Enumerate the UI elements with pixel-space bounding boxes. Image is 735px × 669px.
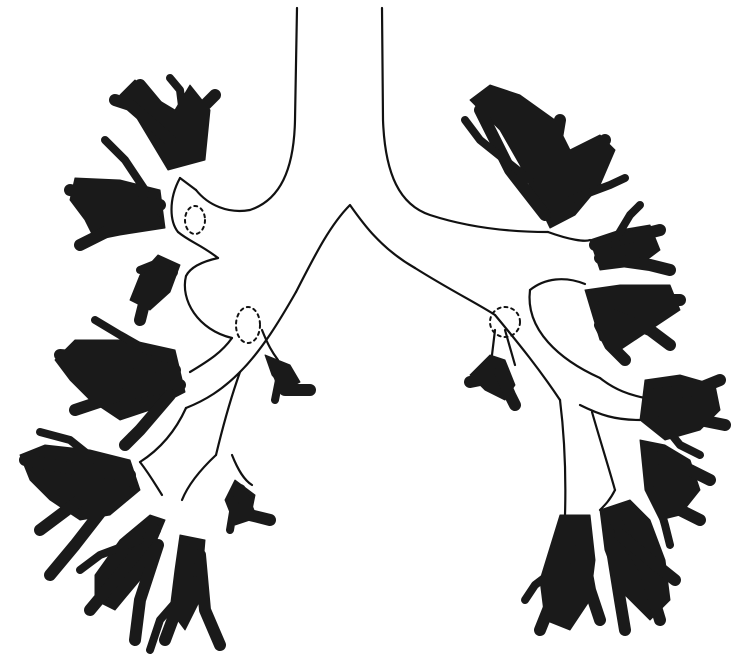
left-main-bronchus (415, 232, 645, 515)
lymph-node-markers (185, 206, 520, 343)
segmental-bronchi-right-lower (20, 320, 310, 650)
lymph-node-marker (236, 307, 260, 343)
segmental-bronchi-right-upper (70, 78, 215, 320)
lymph-node-marker (185, 206, 205, 234)
segmental-bronchi-left-lower (470, 355, 725, 630)
carina (296, 205, 415, 292)
